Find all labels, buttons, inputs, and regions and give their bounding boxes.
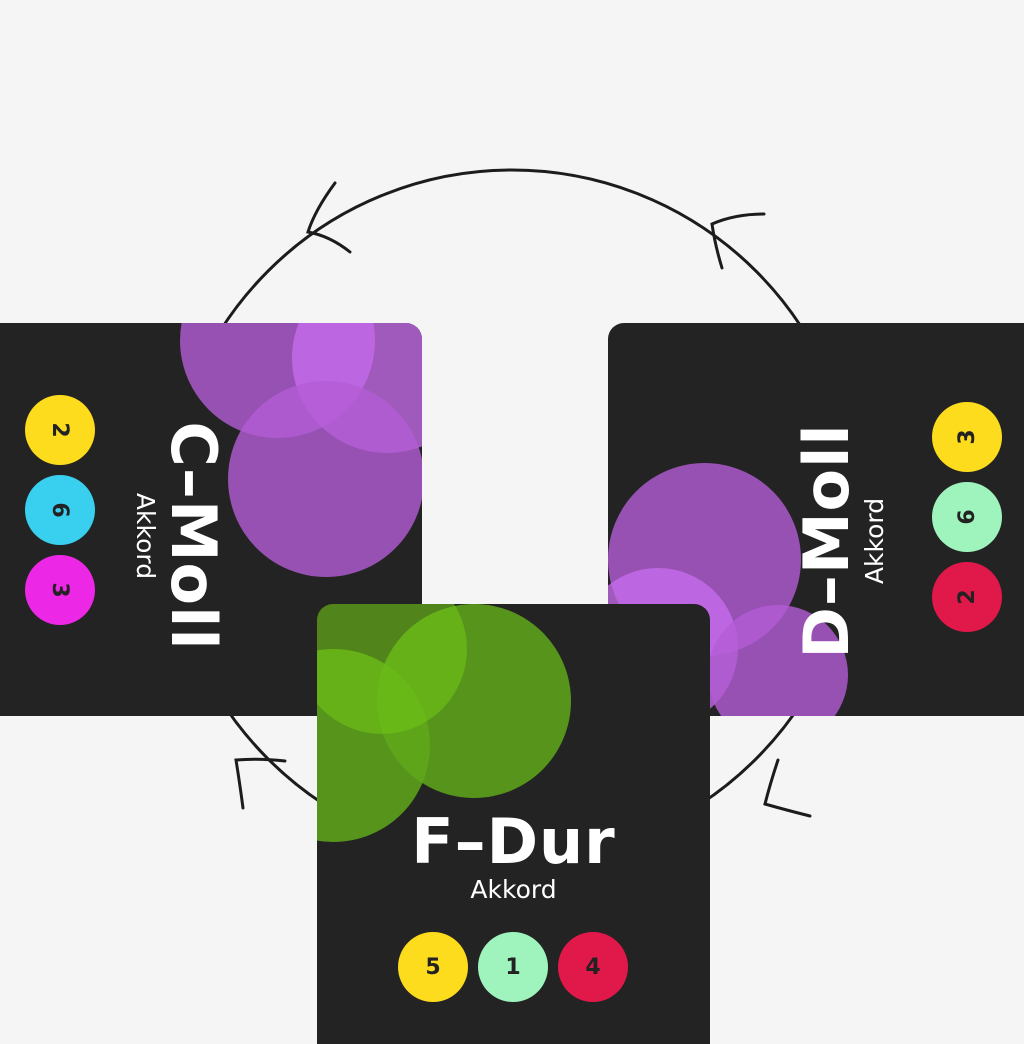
degree-dot: 4 [558,932,628,1002]
d-moll-degree-dots: 3 6 2 [932,402,1002,632]
cycle-arrow-bottom-left [234,757,287,810]
f-dur-degree-dots: 5 1 4 [398,932,628,1002]
c-moll-degree-dots: 2 6 3 [25,395,95,625]
f-dur-subtitle: Akkord [470,875,557,904]
cycle-arrow-bottom-right [763,758,812,818]
c-moll-card: C–Moll Akkord 2 6 3 [0,323,422,716]
d-moll-subtitle: Akkord [860,497,889,585]
cycle-arrow-top-right [710,212,766,270]
c-moll-blob-3 [228,381,422,577]
degree-dot: 3 [25,555,95,625]
c-moll-chord-label: C–Moll Akkord [130,401,230,671]
degree-dot: 6 [932,482,1002,552]
f-dur-chord-label: F–Dur Akkord [317,809,710,905]
f-dur-title: F–Dur [411,805,616,878]
degree-dot: 6 [25,475,95,545]
d-moll-blob-3 [708,605,848,716]
cycle-arrow-top-left [306,181,352,254]
d-moll-chord-label: D–Moll Akkord [790,406,890,676]
degree-dot: 5 [398,932,468,1002]
f-dur-card: F–Dur Akkord 5 1 4 [317,604,710,1044]
c-moll-subtitle: Akkord [131,492,160,580]
c-moll-title: C–Moll [157,421,230,651]
degree-dot: 2 [932,562,1002,632]
degree-dot: 3 [932,402,1002,472]
degree-dot: 1 [478,932,548,1002]
degree-dot: 2 [25,395,95,465]
d-moll-title: D–Moll [790,423,863,659]
